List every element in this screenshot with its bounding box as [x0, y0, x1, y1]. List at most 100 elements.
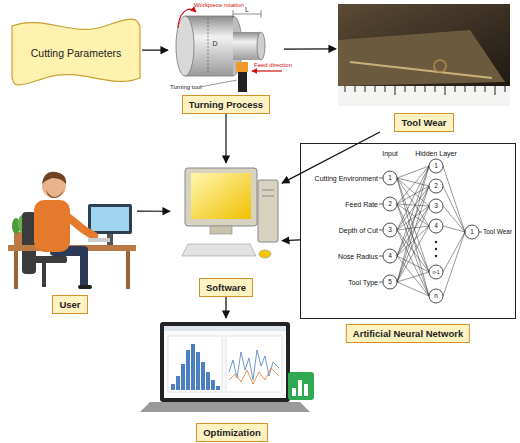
- desk-leg: [126, 251, 130, 289]
- annotation: Workpiece rotation: [194, 2, 264, 8]
- annotation: Turning tool: [170, 84, 210, 90]
- monitor-screen: [91, 207, 129, 231]
- monitor-screen: [191, 173, 251, 219]
- flow-arrow: [225, 114, 226, 163]
- document-shape: [12, 19, 140, 85]
- neuron-number: 5: [383, 279, 397, 286]
- flow-arrow: [282, 239, 300, 241]
- neuron-number: n-1: [429, 270, 443, 275]
- neuron-number: 2: [383, 201, 397, 208]
- bar: [216, 386, 220, 390]
- shoe: [78, 285, 92, 289]
- hidden-neuron: [429, 219, 443, 233]
- end-face: [257, 32, 265, 60]
- outline: [185, 76, 233, 77]
- chart-panel: [226, 336, 282, 392]
- tower: [258, 180, 278, 242]
- input-arrows: [379, 178, 482, 282]
- chart-panel: [168, 336, 222, 392]
- flow-arrow: [225, 297, 226, 318]
- bar: [196, 352, 200, 390]
- neurons: [383, 159, 479, 303]
- laptop-lid: [160, 322, 290, 402]
- bar: [211, 380, 215, 390]
- tool-insert: [236, 62, 248, 72]
- chart-icon: [288, 372, 314, 400]
- output-neuron: [465, 225, 479, 239]
- tool-wear-photo: [338, 4, 510, 106]
- annotation: Tool Type: [302, 279, 378, 286]
- neuron-number: 3: [383, 227, 397, 234]
- hidden-neuron: [429, 199, 443, 213]
- ellipsis-dot: [435, 248, 437, 250]
- computer-illustration: [182, 168, 278, 258]
- annotation: Tool Wear: [483, 229, 517, 236]
- node-label: Artificial Neural Network: [346, 324, 470, 343]
- dimension-tick: [261, 10, 262, 18]
- bar: [186, 350, 190, 390]
- bar: [206, 372, 210, 390]
- leader-line: [200, 80, 237, 87]
- annotation: Depth of Cut: [302, 227, 378, 234]
- beard: [46, 190, 64, 198]
- neuron-number: 2: [429, 183, 443, 190]
- annotation: Feed direction: [254, 62, 294, 68]
- node-label: Tool Wear: [394, 113, 453, 132]
- node-text: Cutting Parameters: [31, 47, 121, 59]
- annotation: Hidden Layer: [406, 150, 466, 157]
- arm: [62, 212, 94, 236]
- ruler-ticks: [345, 86, 505, 95]
- laptop-base: [140, 402, 310, 412]
- hidden-neuron: [429, 265, 443, 279]
- hidden-neuron: [429, 289, 443, 303]
- workpiece: [176, 9, 282, 92]
- annotation: Feed Rate: [302, 201, 378, 208]
- cutting-edge: [350, 62, 492, 78]
- ruler: [338, 86, 510, 106]
- ellipsis-dot: [435, 241, 437, 243]
- bar: [191, 344, 195, 390]
- input-neuron: [383, 171, 397, 185]
- histogram: [171, 344, 220, 390]
- mouse: [259, 250, 271, 258]
- flow-arrow: [137, 210, 170, 211]
- node-label: Turning Process: [182, 95, 270, 114]
- feed-arrow: [252, 70, 282, 71]
- flow-arrow: [284, 48, 336, 49]
- bar: [181, 364, 185, 390]
- node-label: Software: [199, 278, 253, 297]
- bar: [201, 362, 205, 390]
- neuron-number: 1: [383, 175, 397, 182]
- laptop-screen: [164, 326, 286, 398]
- output-box: Optimization: [150, 318, 314, 442]
- outline: [185, 16, 233, 17]
- user-illustration: [8, 172, 136, 289]
- neuron-number: n: [429, 293, 443, 300]
- annotation: Cutting Environment: [302, 175, 378, 182]
- tool-shank: [238, 72, 247, 92]
- hidden-neuron: [429, 159, 443, 173]
- keyboard: [88, 238, 110, 242]
- line-series: [229, 368, 279, 384]
- annotation: D: [210, 40, 220, 47]
- node-label: Optimization: [196, 423, 268, 442]
- icon-bar: [298, 380, 302, 396]
- keyboard: [182, 244, 256, 256]
- insert-surface: [338, 30, 505, 86]
- torso: [34, 200, 70, 252]
- window-bar: [164, 326, 286, 331]
- ellipsis-dot: [435, 255, 437, 257]
- icon-bar: [304, 384, 308, 396]
- input-neuron: [383, 275, 397, 289]
- laptop-illustration: [140, 322, 314, 412]
- monitor: [88, 204, 132, 234]
- neuron-number: 1: [429, 163, 443, 170]
- input-document: Cutting Parameters: [10, 18, 142, 88]
- hidden-neuron: [429, 179, 443, 193]
- chair-seat: [25, 256, 67, 263]
- input-neuron: [383, 249, 397, 263]
- desk-leg: [14, 251, 18, 289]
- neuron-number: 1: [465, 229, 479, 236]
- process-box: Tool Wear: [336, 2, 512, 132]
